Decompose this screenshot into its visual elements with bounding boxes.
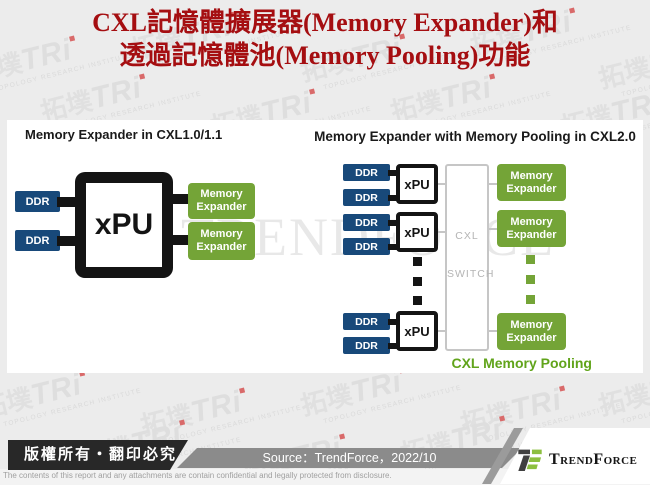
ellipsis-dot [413,257,422,266]
content-panel: TRENDFORCE Memory Expander in CXL1.0/1.1… [7,120,643,373]
connector-line [438,231,446,233]
memory-expander-label-line2: Expander [506,182,557,195]
ddr-box: DDR [343,214,390,231]
ellipsis-dot [526,275,535,284]
connector-line [489,228,497,230]
page-title-line2: 透過記憶體池(Memory Pooling)功能 [119,41,531,70]
watermark-red-dot [309,88,316,95]
memory-expander-label-line2: Expander [196,241,247,253]
memory-expander-box: Memory Expander [497,210,566,247]
memory-expander-box: Memory Expander [497,313,566,350]
memory-expander-label-line1: Memory [200,228,243,240]
cxl-memory-pooling-caption: CXL Memory Pooling [451,355,592,371]
ddr-box: DDR [343,313,390,330]
connector-stub [57,236,81,246]
connector-stub [388,220,400,226]
watermark-red-dot [239,387,246,394]
trendforce-logo-icon [518,449,542,472]
trendforce-logo: TrendForce [517,447,637,473]
ellipsis-dot [526,295,535,304]
source-text: Source：TrendForce，2022/10 [262,451,437,465]
connector-stub [388,195,400,201]
ddr-box: DDR [343,238,390,255]
ddr-box: DDR [343,189,390,206]
page-title: CXL記憶體擴展器(Memory Expander)和 透過記憶體池(Memor… [0,6,650,72]
watermark-red-dot [489,73,496,80]
xpu-box: xPU [396,212,438,252]
ddr-box: DDR [15,230,60,251]
ddr-box: DDR [343,164,390,181]
trendforce-logo-panel: TrendForce [500,428,650,484]
right-diagram-title: Memory Expander with Memory Pooling in C… [314,129,636,144]
memory-expander-label-line2: Expander [196,201,247,213]
trendforce-logo-text: TrendForce [549,451,638,468]
connector-stub [388,244,400,250]
connector-line [489,330,497,332]
page-title-line1: CXL記憶體擴展器(Memory Expander)和 [92,8,558,37]
left-diagram-title: Memory Expander in CXL1.0/1.1 [25,127,223,142]
connector-line [489,183,497,185]
cxl-switch-label-line1: CXL [455,230,479,242]
watermark-red-dot [139,73,146,80]
connector-stub [167,194,192,204]
connector-stub [167,235,192,245]
connector-line [438,183,446,185]
watermark-red-dot [339,433,346,440]
copyright-text: 版權所有‧翻印必究 [24,446,178,463]
memory-expander-label-line1: Memory [510,169,553,182]
watermark-red-dot [499,415,506,422]
watermark-red-dot [559,385,566,392]
connector-stub [388,343,400,349]
ellipsis-dot [413,296,422,305]
memory-expander-box: Memory Expander [497,164,566,201]
disclaimer-text: The contents of this report and any atta… [3,471,392,480]
xpu-box: xPU [396,164,438,204]
memory-expander-label-line1: Memory [510,318,553,331]
connector-stub [388,319,400,325]
watermark-red-dot [179,419,186,426]
source-bar: Source：TrendForce，2022/10 [177,448,522,468]
memory-expander-label-line2: Expander [506,331,557,344]
ddr-box: DDR [343,337,390,354]
copyright-banner: 版權所有‧翻印必究 [8,440,188,470]
connector-stub [388,170,400,176]
ellipsis-dot [526,255,535,264]
cxl-switch-box: CXL SWITCH [445,164,495,351]
ddr-box: DDR [15,191,60,212]
xpu-box: xPU [75,172,173,278]
xpu-box: xPU [396,311,438,351]
memory-expander-label-line1: Memory [200,188,243,200]
memory-expander-box: Memory Expander [188,183,255,219]
connector-line [438,330,446,332]
connector-stub [57,197,81,207]
cxl-switch-label-line2: SWITCH [447,268,495,280]
memory-expander-label-line2: Expander [506,228,557,241]
memory-expander-box: Memory Expander [188,222,255,260]
memory-expander-label-line1: Memory [510,215,553,228]
ellipsis-dot [413,277,422,286]
